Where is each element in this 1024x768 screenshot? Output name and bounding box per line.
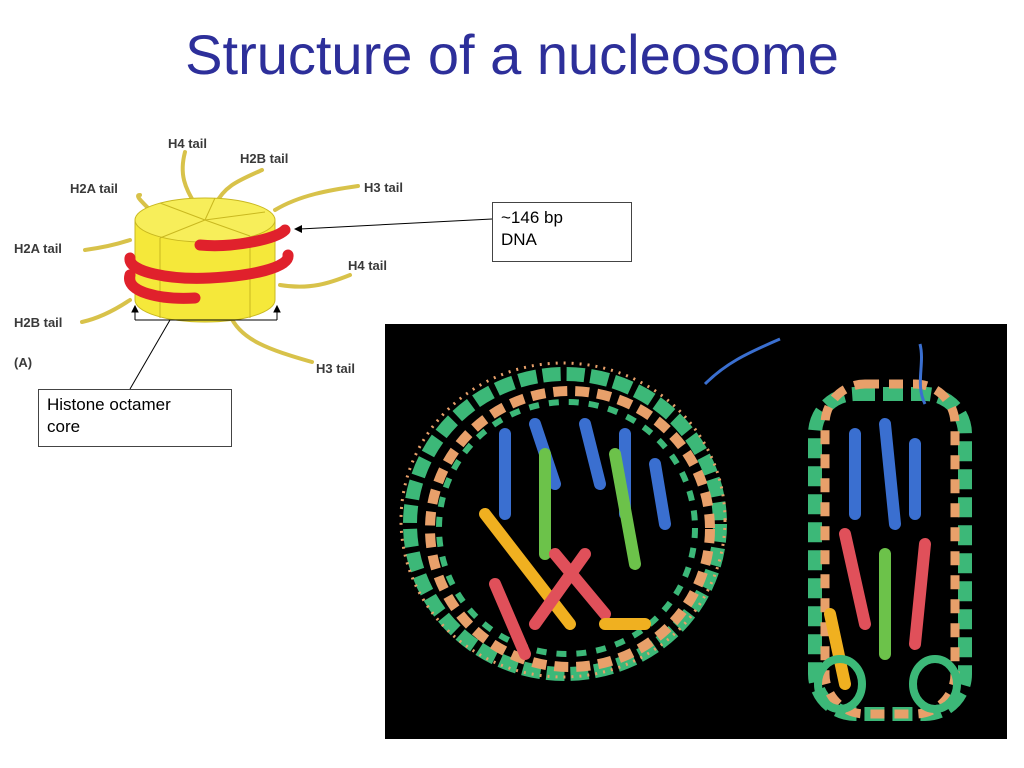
dna-superhelix xyxy=(124,224,294,304)
core-callout-line2: core xyxy=(47,417,81,436)
dna-upper-wrap xyxy=(194,224,291,252)
core-callout-box: Histone octamer core xyxy=(38,389,232,447)
label-h2b-tail-top: H2B tail xyxy=(240,151,288,166)
dna-lower-wrap xyxy=(124,269,201,304)
panel-label: (A) xyxy=(14,355,32,370)
h4-right-tail xyxy=(278,273,352,289)
nucleosome-side-view xyxy=(808,343,972,721)
dna-middle-wrap xyxy=(124,249,294,284)
h3-right-tail xyxy=(273,184,360,212)
h3-bottom-tail xyxy=(228,313,314,364)
histone-octamer-cylinder xyxy=(134,197,276,323)
label-h2a-tail-upper: H2A tail xyxy=(70,181,118,196)
label-h2b-tail-left: H2B tail xyxy=(14,315,62,330)
h2a-left-tail xyxy=(83,238,132,252)
nucleosome-front-view xyxy=(399,337,781,681)
label-h4-tail-right: H4 tail xyxy=(348,258,387,273)
core-callout-line1: Histone octamer xyxy=(47,395,171,414)
dna-callout-line2: DNA xyxy=(501,230,537,249)
dna-callout-line1: ~146 bp xyxy=(501,208,563,227)
label-h3-tail-right: H3 tail xyxy=(364,180,403,195)
dna-callout-box: ~146 bp DNA xyxy=(492,202,632,262)
core-leader-line xyxy=(129,319,171,390)
label-h4-tail-top: H4 tail xyxy=(168,136,207,151)
crystal-structure-render xyxy=(399,337,972,721)
nucleosome-schematic: H4 tail H2B tail H2A tail H3 tail H2A ta… xyxy=(14,136,493,390)
label-h3-tail-bottom: H3 tail xyxy=(316,361,355,376)
h2b-left-tail xyxy=(80,298,132,324)
octamer-bracket xyxy=(131,304,281,321)
crystal-structure-image xyxy=(385,324,1007,739)
slide-title: Structure of a nucleosome xyxy=(185,23,839,86)
label-h2a-tail-left: H2A tail xyxy=(14,241,62,256)
dna-leader-arrow xyxy=(294,218,493,233)
